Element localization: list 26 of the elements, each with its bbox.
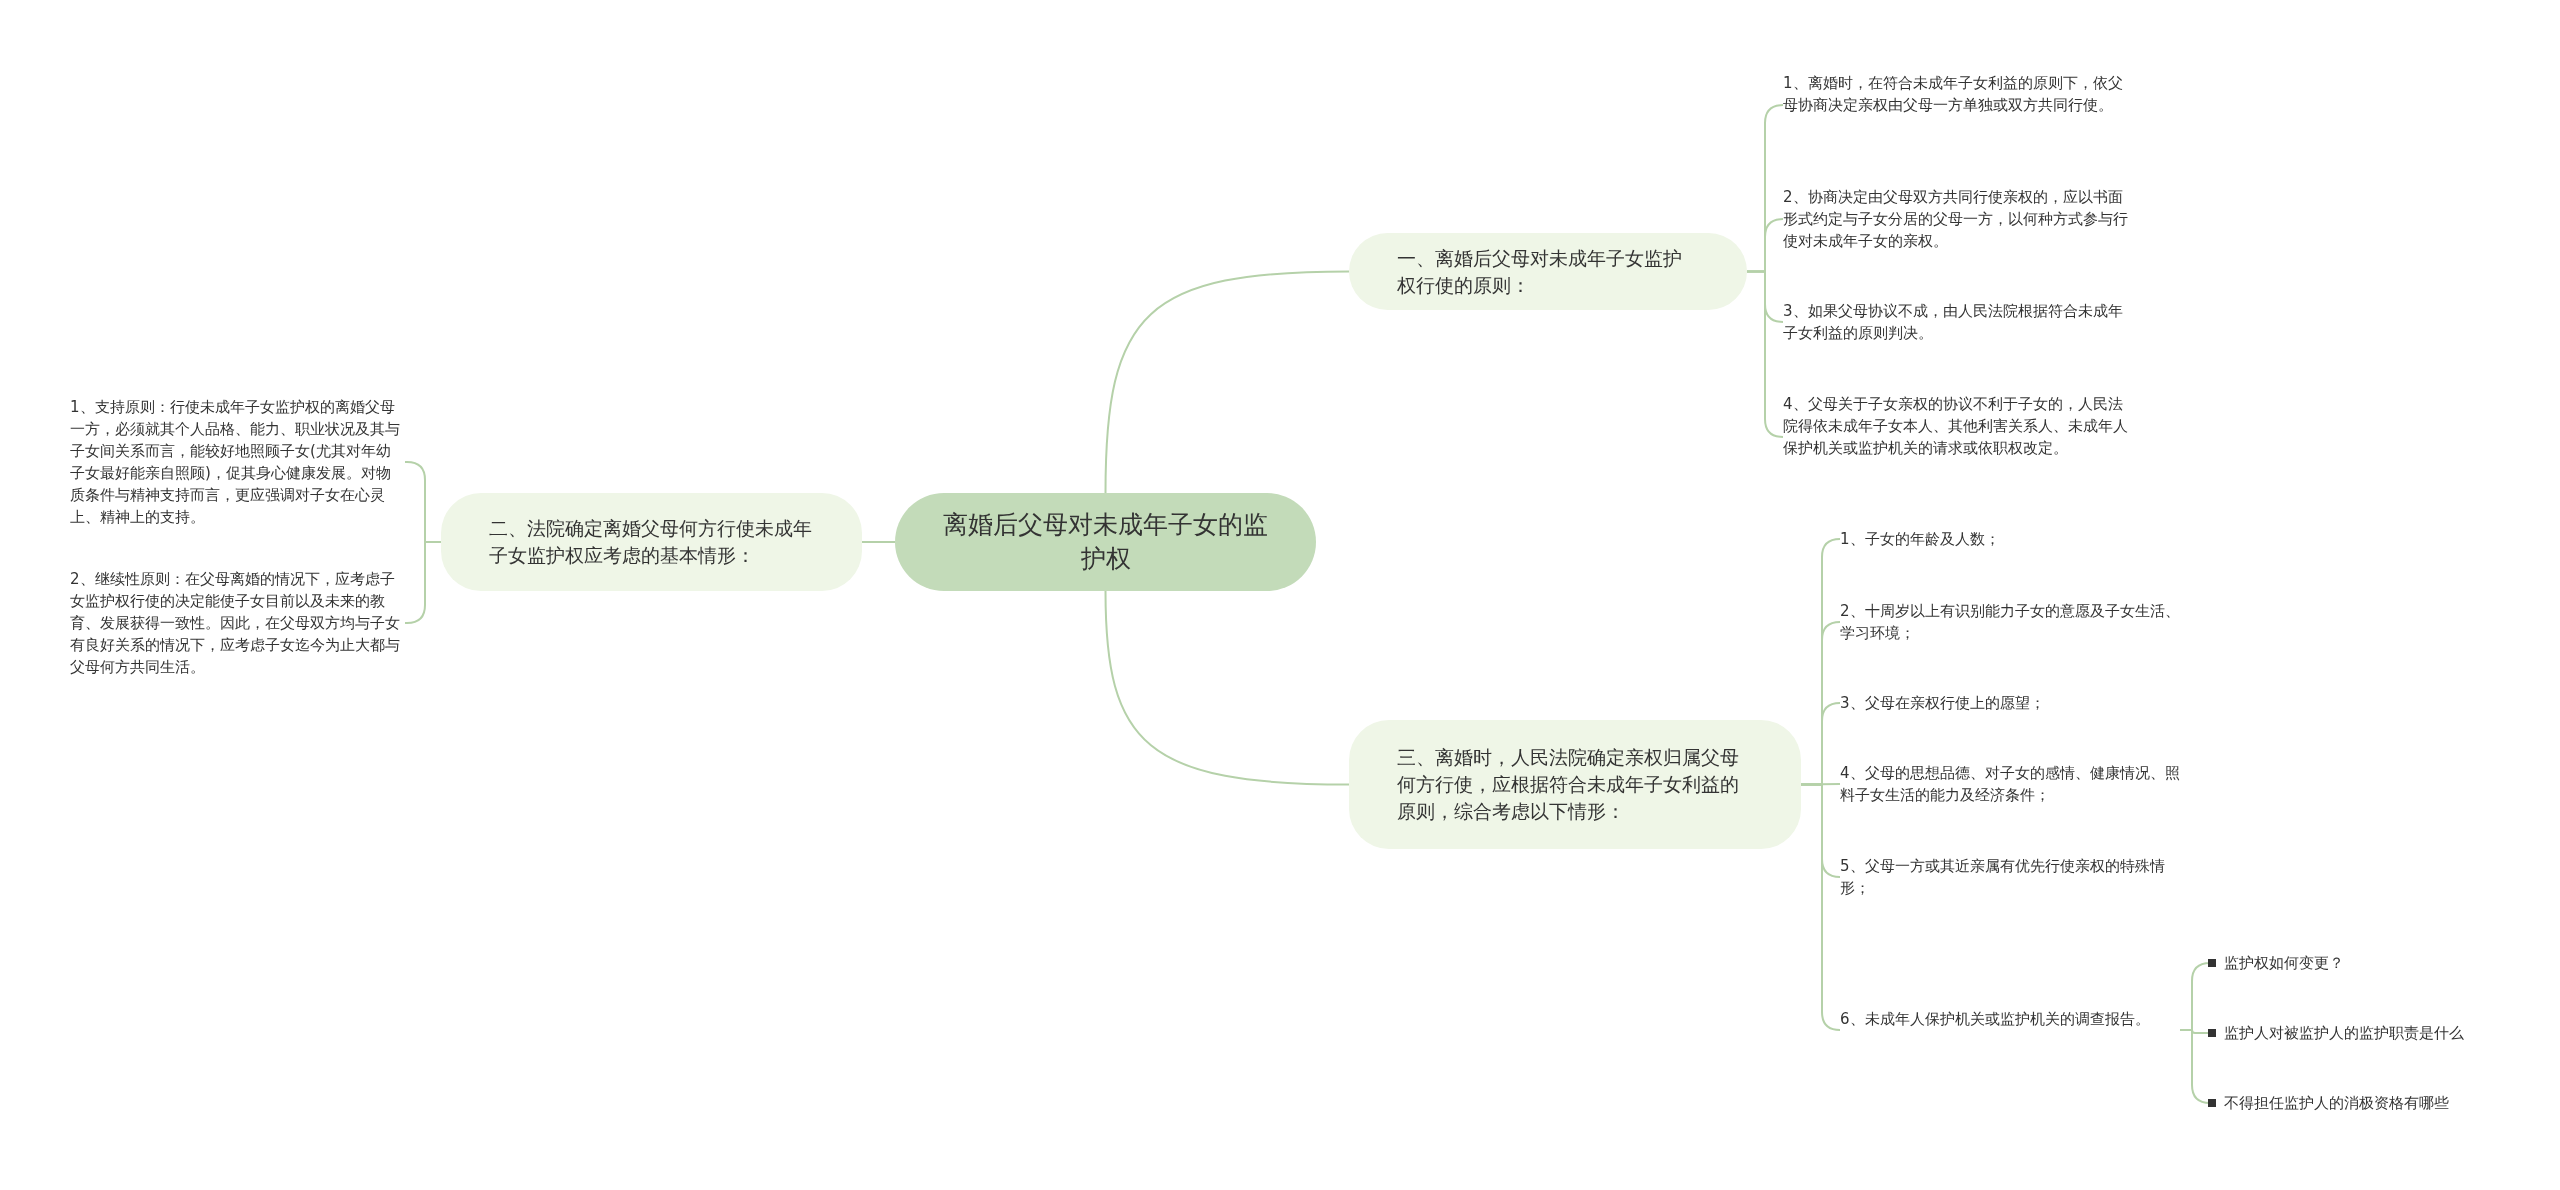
leaf-text: 2、协商决定由父母双方共同行使亲权的，应以书面形式约定与子女分居的父母一方，以何种方式参与行使对未成年子女的亲权。	[1783, 188, 2128, 250]
leaf-item: 监护人对被监护人的监护职责是什么	[2224, 1023, 2464, 1044]
leaf-text: 4、父母的思想品德、对子女的感情、健康情况、照料子女生活的能力及经济条件；	[1840, 764, 2180, 804]
leaf-text: 1、子女的年龄及人数；	[1840, 530, 2000, 548]
leaf-text: 4、父母关于子女亲权的协议不利于子女的，人民法院得依未成年子女本人、其他利害关系人、未成年人保护机关或监护机关的请求或依职权改定。	[1783, 395, 2128, 457]
connector-line	[1104, 590, 1350, 786]
leaf-item: 监护权如何变更？	[2224, 953, 2344, 974]
connector-line	[1800, 783, 1841, 786]
leaf-text: 2、继续性原则：在父母离婚的情况下，应考虑子女监护权行使的决定能使子女目前以及未来的教育、发展获得一致性。因此，在父母双方均与子女有良好关系的情况下，应考虑子女迄今为止大都与父母何方共同生活。	[70, 570, 400, 676]
connector-line	[1746, 270, 1784, 438]
central-topic: 离婚后父母对未成年子女的监护权	[895, 493, 1316, 591]
leaf-text: 5、父母一方或其近亲属有优先行使亲权的特殊情形；	[1840, 857, 2165, 897]
leaf-text: 2、十周岁以上有识别能力子女的意愿及子女生活、学习环境；	[1840, 602, 2180, 642]
topic-box: 二、法院确定离婚父母何方行使未成年子女监护权应考虑的基本情形：	[441, 493, 862, 591]
leaf-text: 3、如果父母协议不成，由人民法院根据符合未成年子女利益的原则判决。	[1783, 302, 2123, 342]
leaf-text: 6、未成年人保护机关或监护机关的调查报告。	[1840, 1010, 2150, 1028]
leaf-text: 1、离婚时，在符合未成年子女利益的原则下，依父母协商决定亲权由父母一方单独或双方共同行使。	[1783, 74, 2123, 114]
leaf-text: 3、父母在亲权行使上的愿望；	[1840, 694, 2045, 712]
leaf-item: 不得担任监护人的消极资格有哪些	[2224, 1093, 2449, 1114]
topic-box: 三、离婚时，人民法院确定亲权归属父母何方行使，应根据符合未成年子女利益的原则，综合考虑以下情形：	[1349, 720, 1801, 849]
topic-box: 一、离婚后父母对未成年子女监护权行使的原则：	[1349, 233, 1747, 310]
connector-line	[861, 541, 896, 543]
connector-line	[1800, 783, 1841, 1031]
connector-line	[2179, 1029, 2211, 1104]
connector-line	[1104, 270, 1350, 494]
leaf-text: 1、支持原则：行使未成年子女监护权的离婚父母一方，必须就其个人品格、能力、职业状况及其与子女间关系而言，能较好地照顾子女(尤其对年幼子女最好能亲自照顾)，促其身心健康发展。对物质条件与精神支持而言，更应强调对子女在心灵上、精神上的支持。	[70, 398, 400, 526]
